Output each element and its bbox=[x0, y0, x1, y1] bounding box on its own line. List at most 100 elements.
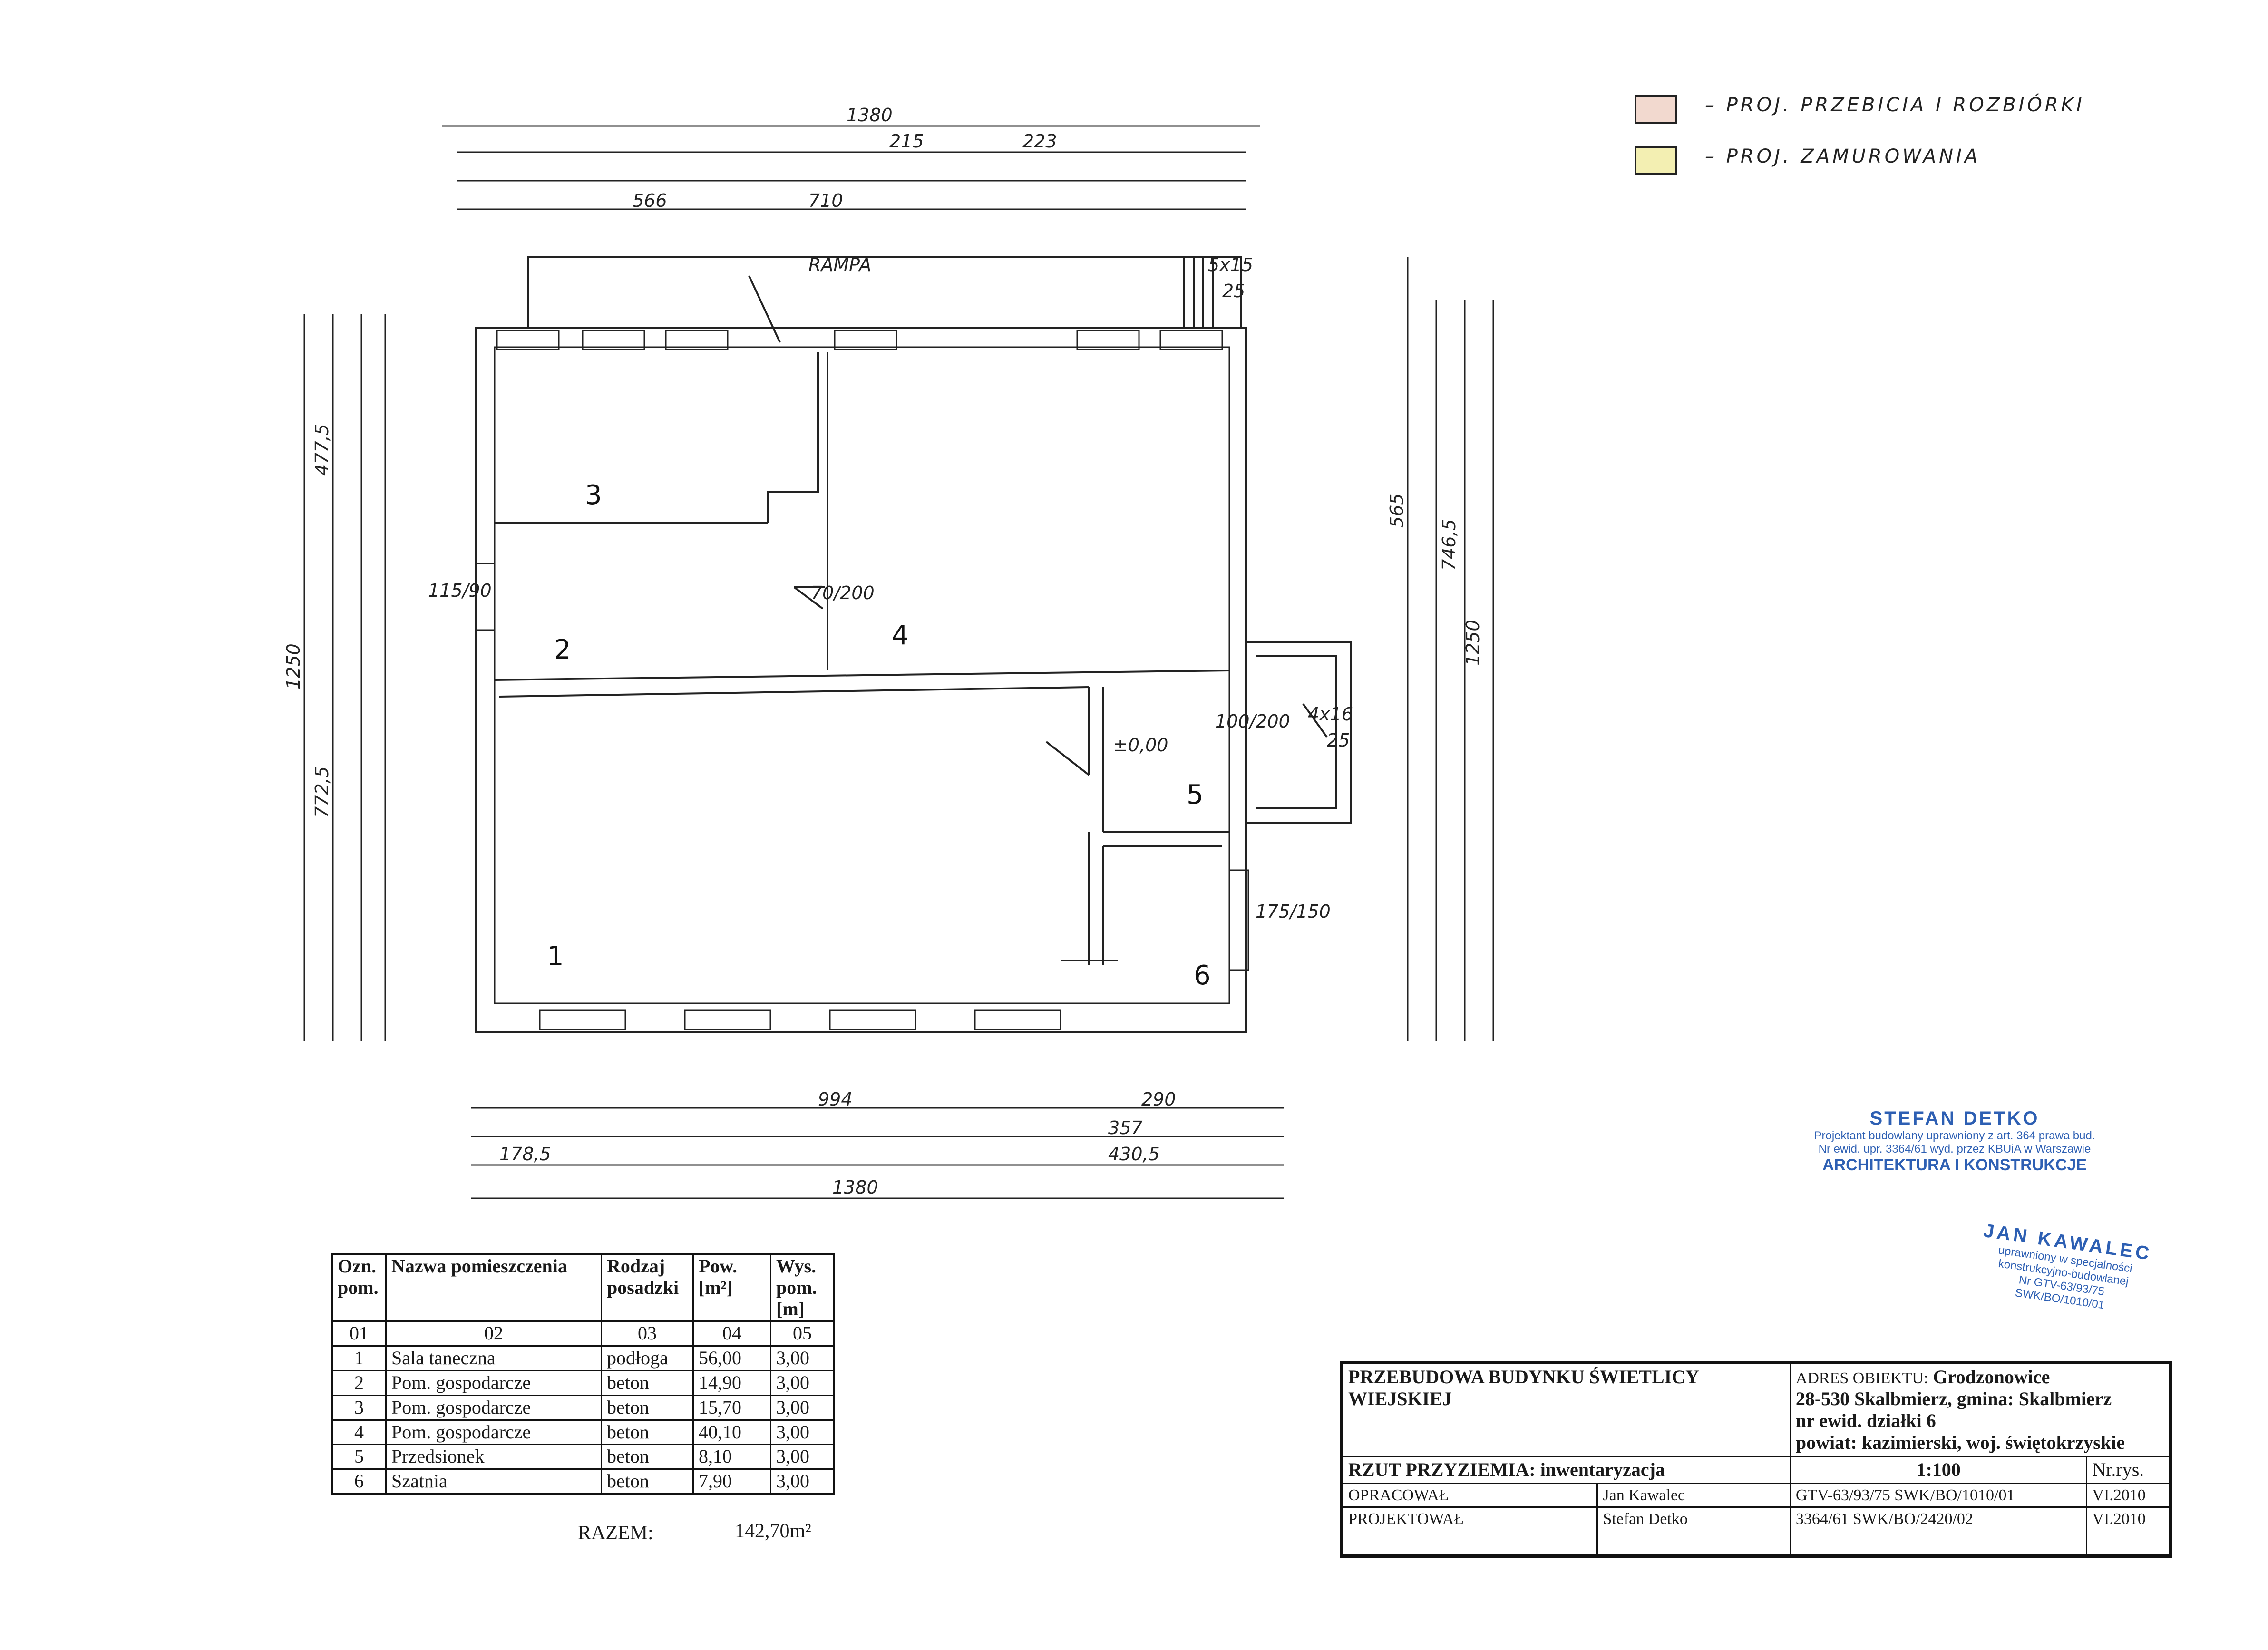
room-3-number: 3 bbox=[585, 480, 602, 511]
cell: 3,00 bbox=[770, 1444, 835, 1470]
door-2-4-label: 70/200 bbox=[811, 582, 875, 603]
dim-right-746: 746,5 bbox=[1439, 519, 1460, 571]
cell: beton bbox=[601, 1444, 694, 1470]
col-number: 01 bbox=[331, 1320, 387, 1347]
room-5-number: 5 bbox=[1187, 779, 1204, 810]
opracowal-number: GTV-63/93/75 SWK/BO/1010/01 bbox=[1789, 1482, 2088, 1508]
room-4-number: 4 bbox=[892, 620, 909, 651]
cell: 56,00 bbox=[692, 1345, 771, 1371]
cell: 14,90 bbox=[692, 1369, 771, 1396]
stamp-detko-line1: Projektant budowlany uprawniony z art. 3… bbox=[1814, 1129, 2095, 1142]
cell: Pom. gospodarcze bbox=[385, 1419, 602, 1446]
cell: 3,00 bbox=[770, 1468, 835, 1495]
legend-label-demolition: – PROJ. PRZEBICIA I ROZBIÓRKI bbox=[1705, 94, 2085, 116]
cell: beton bbox=[601, 1394, 694, 1421]
table-colnum-row: 01 02 03 04 05 bbox=[331, 1320, 835, 1347]
cell: 15,70 bbox=[692, 1394, 771, 1421]
col-header: Pow. [m²] bbox=[692, 1253, 771, 1322]
total-label: RAZEM: bbox=[578, 1522, 653, 1544]
projektowal-number: 3364/61 SWK/BO/2420/02 bbox=[1789, 1506, 2088, 1556]
stamp-detko-line2: Nr ewid. upr. 3364/61 wyd. przez KBUiA w… bbox=[1818, 1143, 2091, 1155]
cell: 1 bbox=[331, 1345, 387, 1371]
dim-top-total: 1380 bbox=[847, 105, 893, 126]
col-header: Wys. pom. [m] bbox=[770, 1253, 835, 1322]
dim-top-row3: 710 bbox=[808, 190, 843, 211]
dim-left-1250: 1250 bbox=[283, 643, 304, 689]
cell: 2 bbox=[331, 1369, 387, 1396]
cell: beton bbox=[601, 1468, 694, 1495]
level-label: ±0,00 bbox=[1113, 735, 1168, 756]
col-header: Ozn. pom. bbox=[331, 1253, 387, 1322]
dim-right-1250: 1250 bbox=[1462, 620, 1483, 666]
dim-bottom-290: 290 bbox=[1141, 1089, 1176, 1110]
stamp-detko-name: STEFAN DETKO bbox=[1869, 1108, 2040, 1129]
cell: 5 bbox=[331, 1444, 387, 1470]
steps-right-label: 4x16 bbox=[1308, 704, 1353, 725]
cell: Szatnia bbox=[385, 1468, 602, 1495]
dim-top-row1: 215 bbox=[889, 131, 924, 152]
title-block: PRZEBUDOWA BUDYNKU ŚWIETLICY WIEJSKIEJ A… bbox=[1340, 1361, 2172, 1558]
legend-label-walling: – PROJ. ZAMUROWANIA bbox=[1705, 146, 1981, 167]
dim-bottom-430: 430,5 bbox=[1108, 1144, 1160, 1165]
cell: Pom. gospodarcze bbox=[385, 1369, 602, 1396]
room-6-number: 6 bbox=[1194, 960, 1211, 991]
legend-swatch-demolition bbox=[1635, 95, 1677, 124]
dim-bottom-994: 994 bbox=[818, 1089, 853, 1110]
cell: 40,10 bbox=[692, 1419, 771, 1446]
cell: 4 bbox=[331, 1419, 387, 1446]
cell: beton bbox=[601, 1369, 694, 1396]
cell: 7,90 bbox=[692, 1468, 771, 1495]
opracowal-date: VI.2010 bbox=[2086, 1482, 2171, 1508]
door-5-label: 100/200 bbox=[1215, 711, 1290, 732]
stairs-label: 5x15 bbox=[1208, 254, 1253, 275]
room-1-number: 1 bbox=[547, 941, 564, 972]
col-number: 02 bbox=[385, 1320, 602, 1347]
legend-swatch-walling bbox=[1635, 146, 1677, 175]
cell: Sala taneczna bbox=[385, 1345, 602, 1371]
projektowal-name: Stefan Detko bbox=[1596, 1506, 1791, 1556]
dim-top-row1-223: 223 bbox=[1022, 131, 1057, 152]
address-line2: 28-530 Skalbmierz, gmina: Skalbmierz bbox=[1795, 1388, 2112, 1409]
dim-bottom-178: 178,5 bbox=[499, 1144, 551, 1165]
col-header: Rodzaj posadzki bbox=[601, 1253, 694, 1322]
dim-bottom-357: 357 bbox=[1108, 1117, 1143, 1138]
room-2-number: 2 bbox=[554, 634, 571, 665]
dim-top-row3-left: 566 bbox=[633, 190, 667, 211]
dim-left-772: 772,5 bbox=[311, 766, 332, 818]
dim-bottom-total: 1380 bbox=[832, 1177, 878, 1198]
cell: 8,10 bbox=[692, 1444, 771, 1470]
projektowal-date: VI.2010 bbox=[2086, 1506, 2171, 1556]
project-title: PRZEBUDOWA BUDYNKU ŚWIETLICY WIEJSKIEJ bbox=[1342, 1363, 1791, 1457]
projektowal-label: PROJEKTOWAŁ bbox=[1342, 1506, 1598, 1556]
stairs-label-2: 25 bbox=[1222, 281, 1245, 301]
cell: Pom. gospodarcze bbox=[385, 1394, 602, 1421]
total-value: 142,70m² bbox=[735, 1520, 811, 1542]
col-number: 03 bbox=[601, 1320, 694, 1347]
window-right-label: 175/150 bbox=[1256, 901, 1331, 922]
steps-right-label-2: 25 bbox=[1327, 730, 1350, 751]
stamp-detko-line3: ARCHITEKTURA I KONSTRUKCJE bbox=[1822, 1156, 2087, 1174]
cell: 3,00 bbox=[770, 1394, 835, 1421]
col-number: 04 bbox=[692, 1320, 771, 1347]
table-header-row: Ozn. pom. Nazwa pomieszczenia Rodzaj pos… bbox=[331, 1253, 835, 1322]
cell: 6 bbox=[331, 1468, 387, 1495]
address-line4: powiat: kazimierski, woj. świętokrzyskie bbox=[1795, 1432, 2125, 1453]
stamp-detko: STEFAN DETKO Projektant budowlany uprawn… bbox=[1807, 1108, 2102, 1174]
cell: 3,00 bbox=[770, 1369, 835, 1396]
address-cell: ADRES OBIEKTU: Grodzonowice 28-530 Skalb… bbox=[1789, 1363, 2171, 1457]
outer-wall bbox=[475, 327, 1247, 1033]
address-label: ADRES OBIEKTU: bbox=[1795, 1369, 1928, 1387]
cell: 3,00 bbox=[770, 1419, 835, 1446]
opracowal-name: Jan Kawalec bbox=[1596, 1482, 1791, 1508]
col-number: 05 bbox=[770, 1320, 835, 1347]
scale: 1:100 bbox=[1789, 1456, 2088, 1484]
col-header: Nazwa pomieszczenia bbox=[385, 1253, 602, 1322]
drawing-title: RZUT PRZYZIEMIA: inwentaryzacja bbox=[1342, 1456, 1791, 1484]
dim-left-477: 477,5 bbox=[311, 424, 332, 476]
